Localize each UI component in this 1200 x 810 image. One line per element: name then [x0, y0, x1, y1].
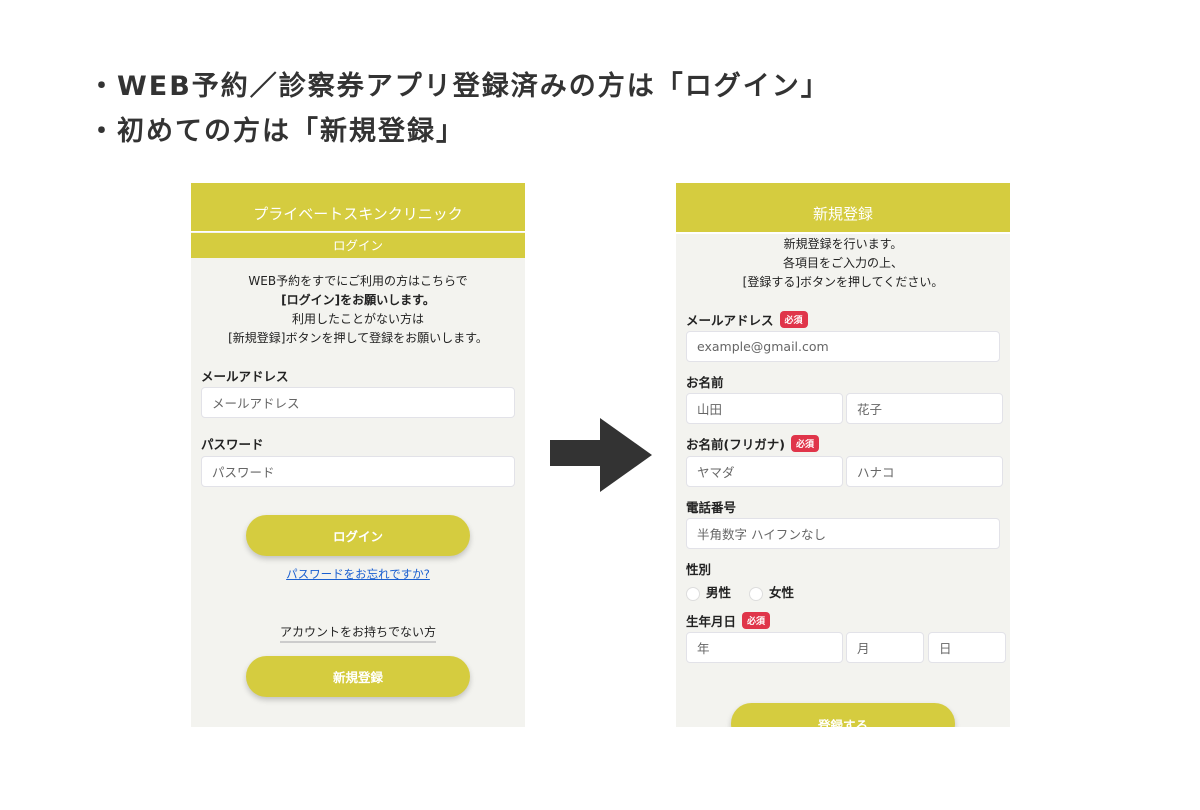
arrow-right-icon [550, 418, 652, 492]
email-label: メールアドレス [201, 369, 289, 384]
kana-label: お名前(フリガナ)必須 [686, 434, 819, 453]
name-label: お名前 [686, 375, 724, 390]
password-label: パスワード [201, 437, 264, 452]
required-badge: 必須 [790, 435, 819, 452]
email-label: メールアドレス必須 [686, 310, 808, 329]
register-screen: 新規登録 新規登録を行います。各項目をご入力の上、[登録する]ボタンを押してくだ… [676, 183, 1010, 727]
forgot-password-link[interactable]: パスワードをお忘れですか? [286, 567, 430, 581]
phone-input[interactable]: 半角数字 ハイフンなし [686, 518, 1000, 549]
register-title: 新規登録 [676, 183, 1010, 232]
required-badge: 必須 [742, 612, 771, 629]
gender-options: 男性 女性 [686, 582, 794, 601]
heading-line-1: ・WEB予約／診察券アプリ登録済みの方は「ログイン」 [88, 71, 830, 102]
login-screen: プライベートスキンクリニック ログイン WEB予約をすでにご利用の方はこちらで[… [191, 183, 525, 727]
phone-label: 電話番号 [686, 500, 737, 515]
email-input[interactable]: example@gmail.com [686, 331, 1000, 362]
birth-day-input[interactable]: 日 [928, 632, 1006, 663]
no-account-text: アカウントをお持ちでない方 [191, 623, 525, 643]
login-subtitle: ログイン [191, 233, 525, 258]
submit-register-button[interactable]: 登録する [731, 703, 955, 727]
required-badge: 必須 [779, 311, 808, 328]
birth-month-input[interactable]: 月 [846, 632, 924, 663]
first-kana-input[interactable]: ハナコ [846, 456, 1003, 487]
radio-female[interactable]: 女性 [749, 582, 794, 601]
birth-label: 生年月日必須 [686, 611, 771, 630]
last-name-input[interactable]: 山田 [686, 393, 843, 424]
clinic-title: プライベートスキンクリニック [191, 183, 525, 232]
heading-line-2: ・初めての方は「新規登録」 [88, 116, 465, 147]
email-input[interactable]: メールアドレス [201, 387, 515, 418]
gender-label: 性別 [686, 562, 712, 577]
password-input[interactable]: パスワード [201, 456, 515, 487]
last-kana-input[interactable]: ヤマダ [686, 456, 843, 487]
login-intro: WEB予約をすでにご利用の方はこちらで[ログイン]をお願いします。利用したことが… [228, 274, 488, 345]
birth-year-input[interactable]: 年 [686, 632, 843, 663]
first-name-input[interactable]: 花子 [846, 393, 1003, 424]
login-button[interactable]: ログイン [246, 515, 470, 556]
radio-male[interactable]: 男性 [686, 582, 731, 601]
register-intro: 新規登録を行います。各項目をご入力の上、[登録する]ボタンを押してください。 [742, 237, 944, 289]
register-button[interactable]: 新規登録 [246, 656, 470, 697]
